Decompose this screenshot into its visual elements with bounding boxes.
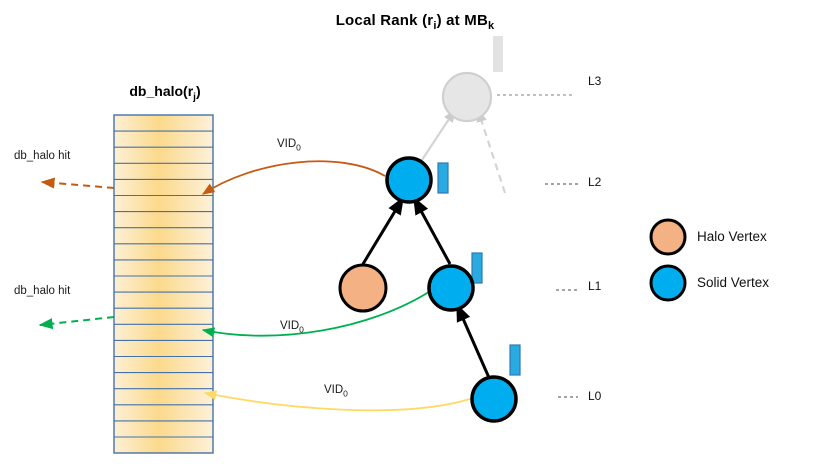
legend bbox=[649, 218, 687, 302]
vid-subscript: 0 bbox=[299, 324, 304, 335]
faded-l3-subtree bbox=[409, 36, 575, 194]
vid-text: VID bbox=[280, 320, 300, 332]
node-l1-solid bbox=[427, 264, 475, 312]
legend-swatch-halo-vertex bbox=[649, 218, 687, 256]
vid-edge-l1 bbox=[201, 289, 433, 338]
vid-label-l2: VID0 bbox=[277, 138, 301, 152]
marker-l0 bbox=[509, 344, 521, 376]
db-halo-hit-label-2: db_halo hit bbox=[14, 285, 71, 297]
legend-label-solid-vertex: Solid Vertex bbox=[697, 275, 770, 290]
tree-nodes bbox=[338, 156, 518, 423]
level-label-l3: L3 bbox=[588, 74, 602, 88]
db-halo-title-subscript-j: j bbox=[193, 91, 196, 103]
level-markers bbox=[437, 162, 521, 376]
page-title: Local Rank (ri) at MBk bbox=[0, 12, 830, 32]
node-l2 bbox=[385, 156, 433, 204]
vid-edge-l2 bbox=[201, 160, 386, 195]
db-halo-table bbox=[113, 114, 214, 454]
node-l0 bbox=[470, 375, 518, 423]
legend-label-halo-vertex: Halo Vertex bbox=[697, 229, 767, 244]
level-label-l2: L2 bbox=[588, 175, 602, 189]
vid-text: VID bbox=[324, 384, 344, 396]
vid-subscript: 0 bbox=[296, 142, 301, 153]
tree-edges bbox=[361, 196, 492, 381]
db-halo-table-title: db_halo(rj) bbox=[105, 83, 225, 103]
db-halo-title-suffix: ) bbox=[195, 83, 201, 99]
marker-l1 bbox=[471, 252, 483, 284]
title-mid: ) at MB bbox=[436, 12, 488, 29]
level-guides bbox=[545, 183, 578, 398]
vid-label-l0: VID0 bbox=[324, 384, 348, 398]
legend-swatch-solid-vertex bbox=[649, 264, 687, 302]
vid-subscript: 0 bbox=[343, 388, 348, 399]
db-halo-table-rows bbox=[114, 130, 213, 438]
db-halo-hit-label-1: db_halo hit bbox=[14, 150, 71, 162]
db-halo-hit-arrow-1 bbox=[40, 177, 115, 189]
vid-label-l1: VID0 bbox=[280, 320, 304, 334]
node-l1-halo bbox=[338, 263, 388, 313]
title-prefix: Local Rank (r bbox=[335, 12, 434, 29]
level-label-l1: L1 bbox=[588, 279, 602, 293]
title-subscript-k: k bbox=[487, 20, 495, 32]
db-halo-title-prefix: db_halo(r bbox=[129, 83, 194, 99]
vid-arrows bbox=[201, 160, 471, 412]
db-halo-hit-arrows bbox=[38, 177, 115, 330]
db-halo-hit-arrow-2 bbox=[38, 316, 115, 330]
title-subscript-i: i bbox=[433, 20, 437, 32]
vid-edge-l0 bbox=[203, 390, 471, 412]
vid-text: VID bbox=[277, 138, 297, 150]
level-label-l0: L0 bbox=[588, 389, 602, 403]
marker-l2 bbox=[437, 162, 449, 194]
